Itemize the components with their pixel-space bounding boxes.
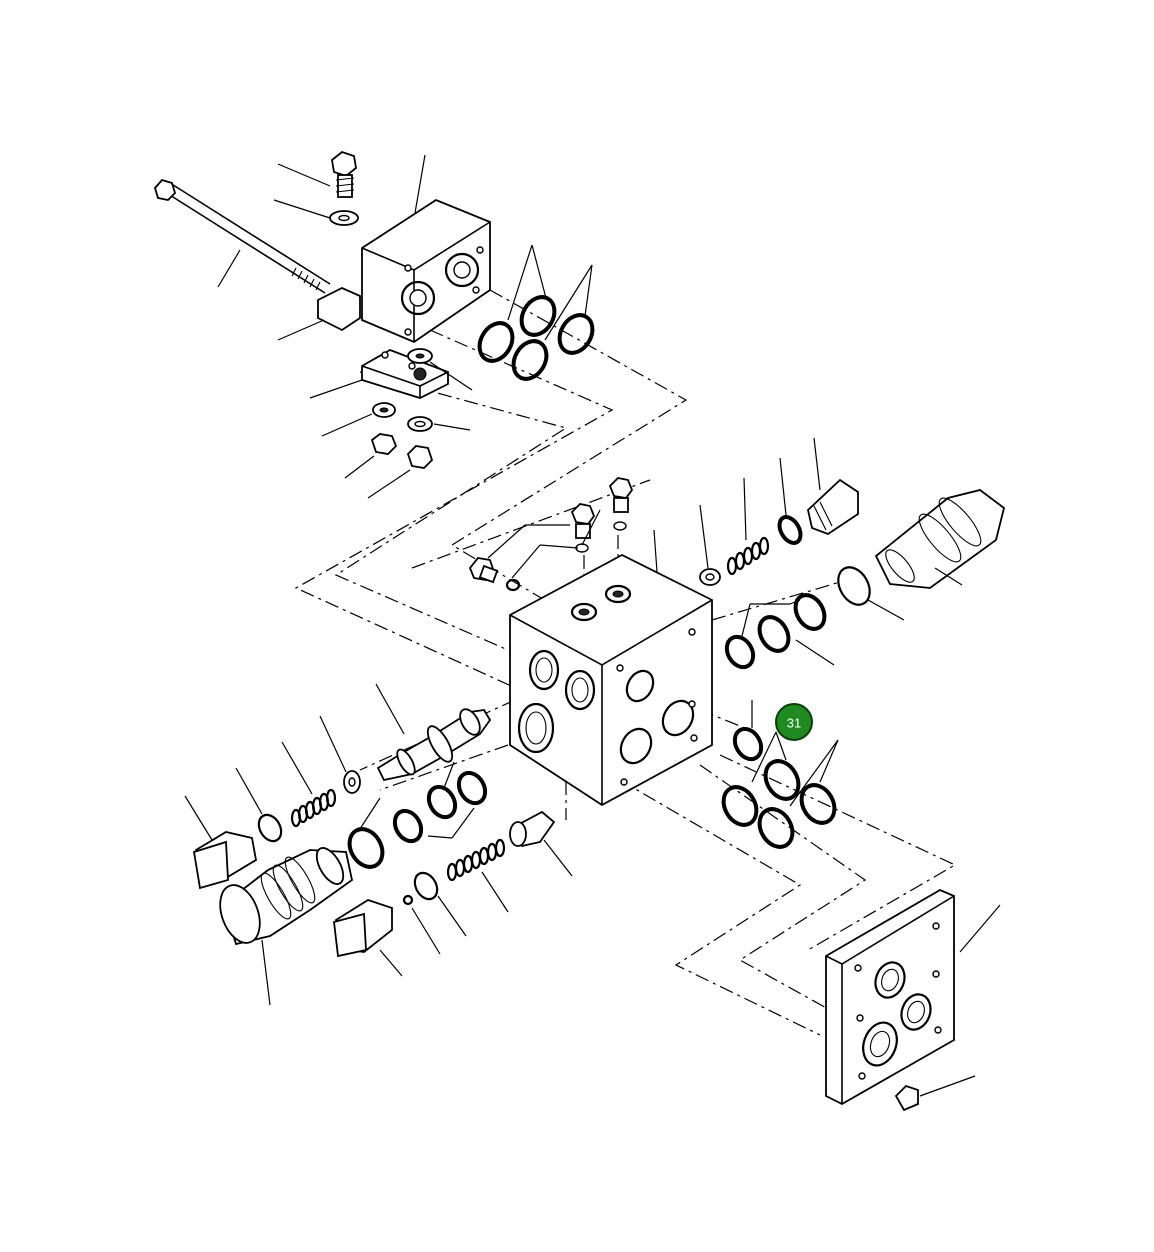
top-fittings (468, 477, 658, 592)
top-mounting-bracket-assembly (153, 150, 595, 499)
left-cartridges (184, 683, 573, 1006)
callout-badge-31[interactable]: 31 (775, 703, 813, 741)
right-upper-cartridge (699, 437, 1006, 670)
bottom-right-cover-plate (825, 888, 1001, 1112)
right-lower-orings (721, 700, 839, 849)
callout-label: 31 (787, 716, 801, 731)
center-valve-body (509, 553, 713, 807)
